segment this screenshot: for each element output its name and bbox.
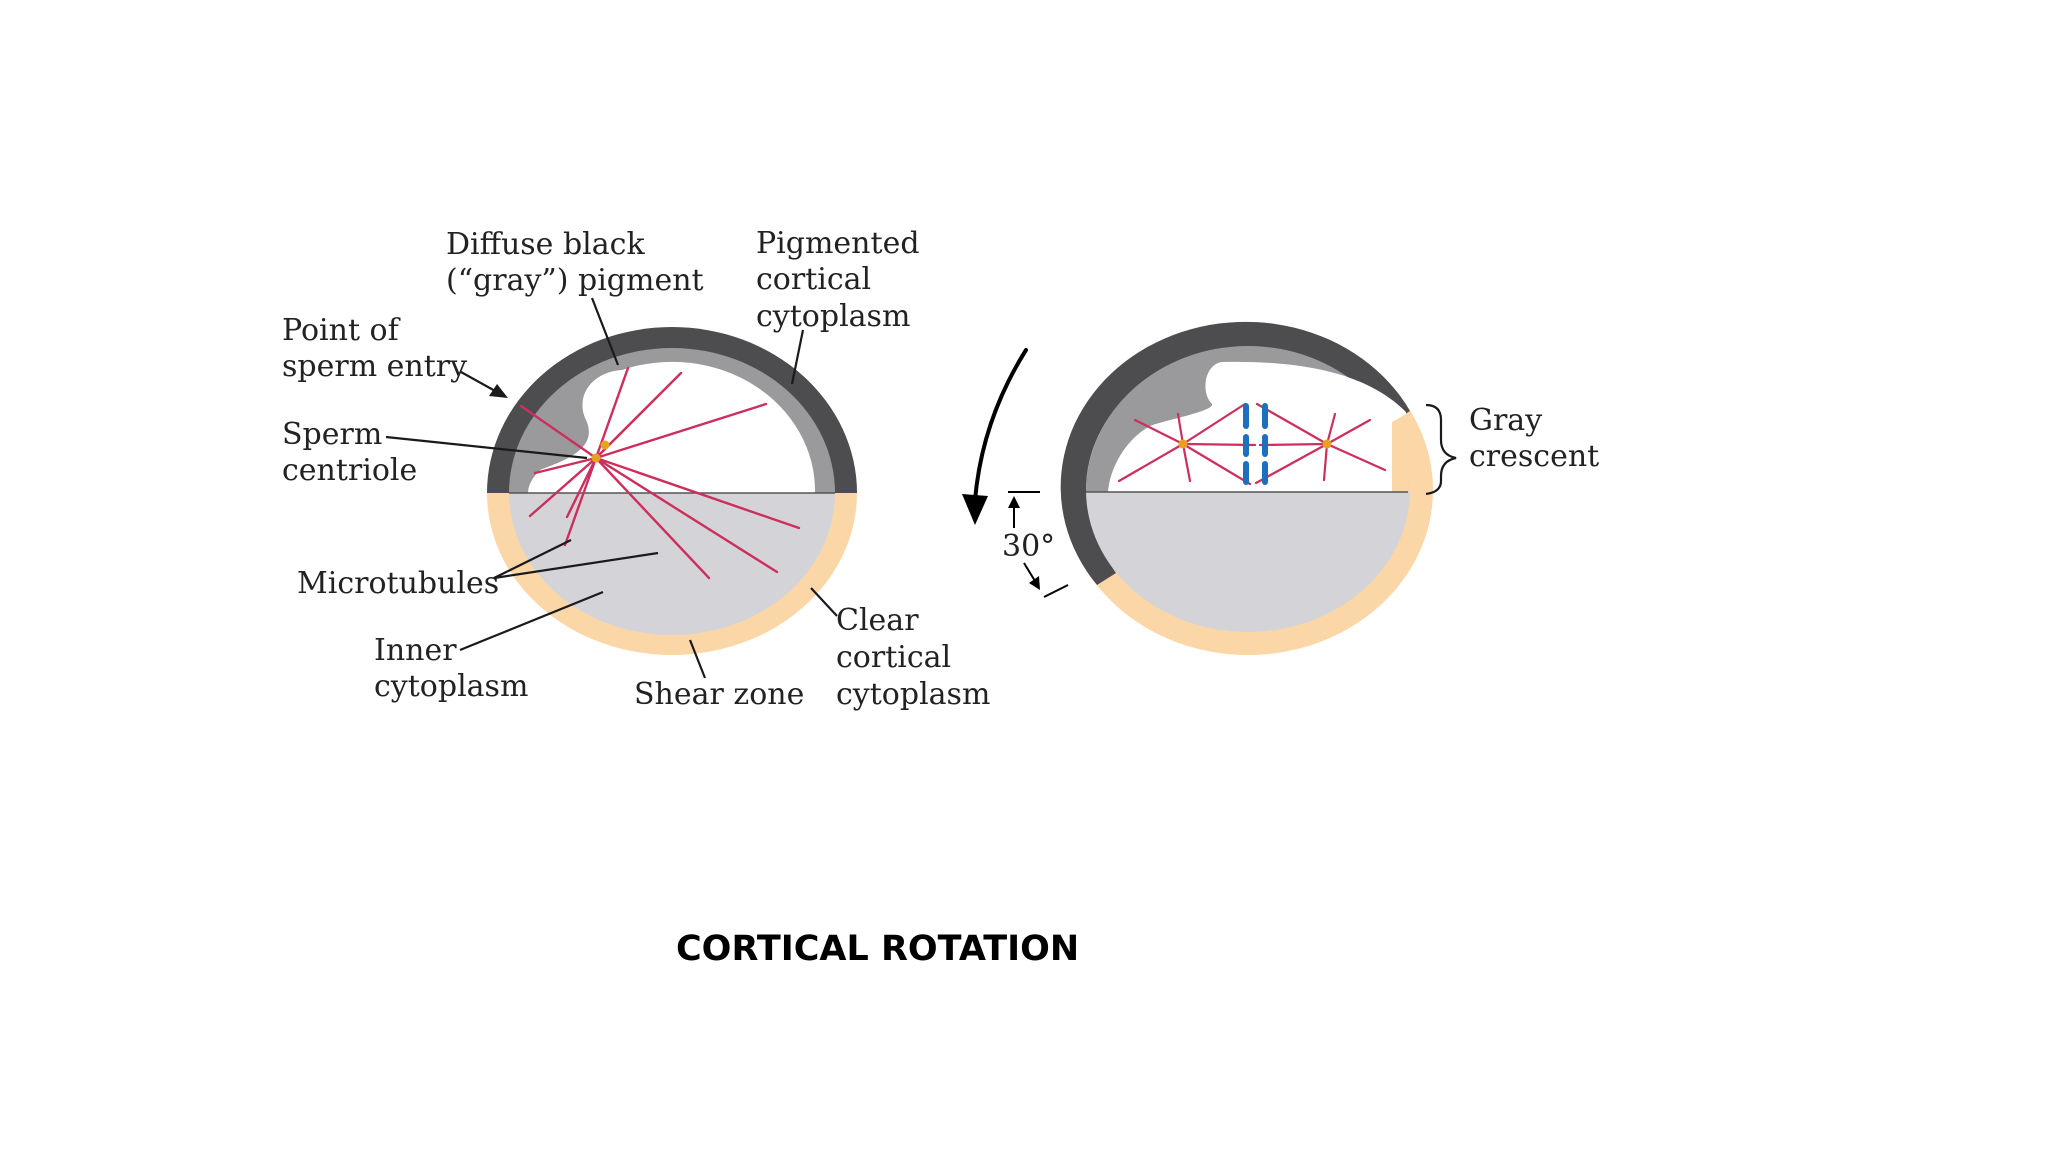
label-gray-crescent: Gray crescent: [1469, 403, 1599, 474]
chromosomes: [1243, 403, 1268, 485]
leader-clear-cortical: [810, 587, 838, 617]
animal-cytoplasm-rotated: [1108, 361, 1408, 492]
label-microtubules: Microtubules: [297, 566, 499, 601]
leader-pigmented-cortical: [790, 329, 805, 385]
gray-crescent-region: [1392, 413, 1410, 492]
angle-arrowhead-down: [1029, 576, 1040, 590]
leader-sperm-entry: [460, 371, 498, 393]
label-clear-cortical: Clear cortical cytoplasm: [836, 603, 990, 712]
label-sperm-centriole: Sperm centriole: [282, 417, 417, 488]
label-shear-zone: Shear zone: [634, 677, 804, 712]
label-inner-cytoplasm: Inner cytoplasm: [374, 633, 528, 704]
label-sperm-entry: Point of sperm entry: [282, 313, 467, 384]
left-labels: Diffuse black (“gray”) pigment Pigmented…: [282, 226, 990, 712]
egg-before-rotation: [487, 327, 857, 655]
angle-arrowhead-up: [1008, 496, 1020, 508]
gray-crescent-annotation: Gray crescent: [1425, 403, 1599, 496]
microtubules: [519, 366, 801, 580]
label-pigmented-cortical: Pigmented cortical cytoplasm: [756, 226, 929, 334]
egg-after-rotation: [1060, 321, 1433, 655]
angle-tick-bottom: [1043, 584, 1069, 598]
centrosome-right: [1322, 439, 1332, 449]
leader-shear-zone: [688, 639, 707, 679]
label-diffuse-pigment: Diffuse black (“gray”) pigment: [446, 227, 704, 298]
slide-title: CORTICAL ROTATION: [676, 929, 1079, 969]
leader-inner-cytoplasm: [459, 590, 604, 652]
leader-microtubules-b: [493, 551, 659, 580]
centrosome-left: [1178, 439, 1188, 449]
arrowhead-sperm-entry: [489, 384, 508, 398]
label-rotation-angle: 30°: [1002, 529, 1055, 564]
rotation-indicator: 30°: [962, 348, 1069, 598]
sperm-centriole: [591, 453, 601, 463]
centriole-dot: [600, 440, 610, 450]
rotation-arrow: [973, 348, 1028, 502]
angle-arrow-down: [1023, 562, 1036, 582]
leader-sperm-centriole: [385, 435, 588, 460]
brace-icon: [1425, 403, 1457, 496]
rotation-arrowhead: [962, 494, 988, 525]
leader-microtubules-a: [493, 539, 572, 579]
leader-diffuse-pigment: [590, 297, 620, 366]
